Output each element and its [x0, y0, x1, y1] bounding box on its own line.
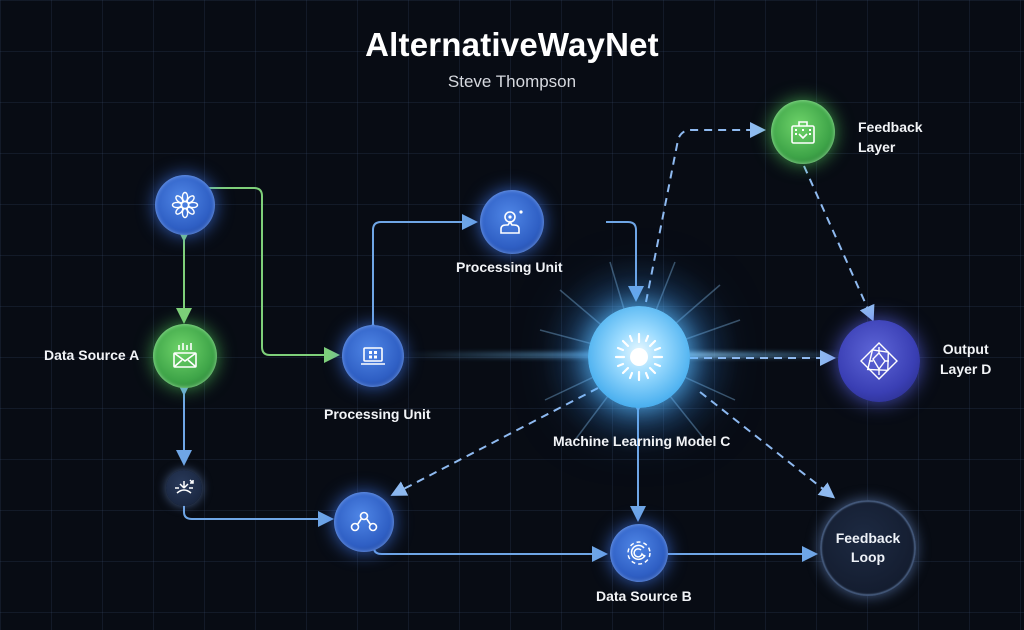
edge-share-datasourceb	[373, 540, 608, 562]
diagram-title: AlternativeWayNet	[365, 26, 659, 63]
gear-flower-icon	[171, 191, 199, 219]
label-ml-model-c: Machine Learning Model C	[553, 433, 731, 449]
node-share[interactable]	[334, 492, 394, 552]
node-processing-unit-2[interactable]	[480, 190, 544, 254]
label-processing-unit-2: Processing Unit	[456, 259, 563, 275]
label-processing-unit-1: Processing Unit	[324, 406, 431, 422]
node-output-layer-d[interactable]	[838, 320, 920, 402]
edge-processing1-processing2	[365, 214, 478, 338]
laptop-icon	[361, 347, 385, 365]
node-data-source-b[interactable]	[610, 524, 668, 582]
network-diamond-icon	[860, 342, 898, 380]
edge-gear-processing1	[206, 187, 340, 363]
briefcase-icon	[791, 121, 815, 144]
sun-icon	[614, 332, 664, 382]
label-feedback-loop: Feedback Loop	[835, 530, 901, 565]
edge-ml-share	[390, 387, 599, 496]
mail-icon	[173, 343, 197, 368]
edge-ml-feedbacklayer	[645, 122, 766, 303]
label-output-layer-d: Output Layer D	[940, 341, 992, 377]
node-processing-unit-1[interactable]	[342, 325, 404, 387]
edge-feedbacklayer-outputd	[803, 165, 875, 322]
edge-split-share	[183, 505, 334, 527]
label-feedback-layer: Feedback Layer	[858, 119, 923, 155]
user-pin-icon	[500, 210, 523, 234]
edge-ml-feedbackloop	[699, 391, 836, 499]
edge-processing2-ml	[606, 221, 644, 302]
diagram-author: Steve Thompson	[447, 72, 577, 91]
share-nodes-icon	[350, 511, 378, 532]
node-split[interactable]	[166, 470, 202, 506]
split-arrows-icon	[175, 479, 194, 494]
label-data-source-a: Data Source A	[44, 347, 140, 363]
spiral-icon	[627, 541, 651, 565]
label-data-source-b: Data Source B	[596, 588, 692, 604]
node-gear[interactable]	[155, 175, 215, 235]
node-data-source-a[interactable]	[153, 324, 217, 388]
node-feedback-loop[interactable]: Feedback Loop	[820, 500, 916, 596]
node-ml-model-c[interactable]	[588, 306, 690, 408]
node-feedback-layer[interactable]	[771, 100, 835, 164]
